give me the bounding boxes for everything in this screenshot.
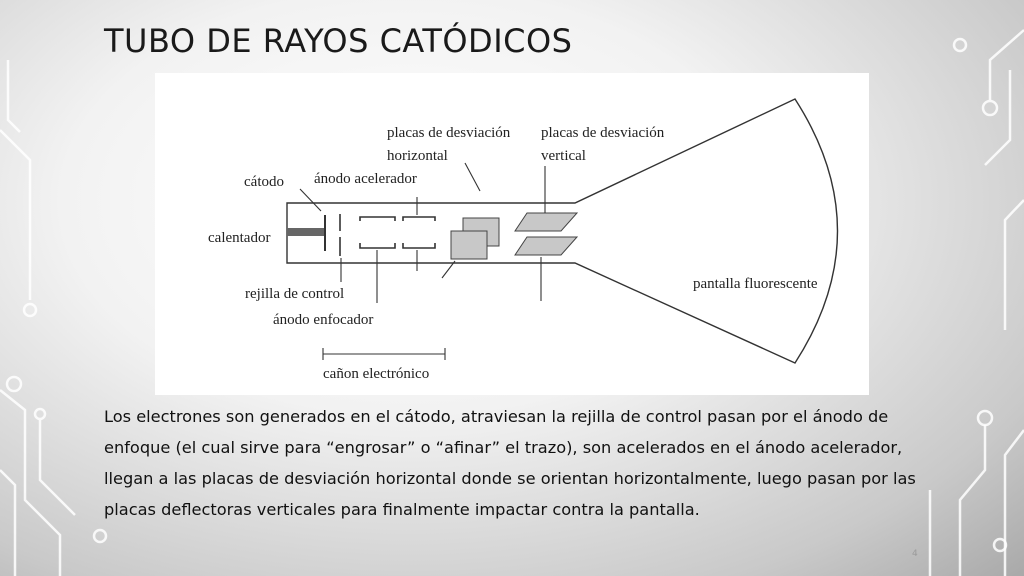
leader-line — [464, 162, 481, 192]
circuit-node — [5, 375, 23, 393]
circuit-trace — [958, 425, 987, 576]
vertical-plate — [514, 236, 579, 256]
vertical-plate — [514, 212, 579, 232]
focusing-anode — [359, 216, 396, 249]
label-anodo-enfocador: ánodo enfocador — [273, 312, 373, 328]
accelerating-anode — [402, 216, 436, 249]
leader-line — [441, 260, 456, 279]
circuit-node — [33, 407, 47, 421]
circuit-trace — [38, 420, 76, 516]
circuit-trace — [0, 469, 17, 576]
label-placas-h-1: placas de desviación — [387, 125, 511, 141]
leader-line — [299, 188, 322, 212]
label-placas-v-1: placas de desviación — [541, 125, 665, 141]
label-rejilla: rejilla de control — [245, 286, 344, 302]
label-placas-h-2: horizontal — [387, 148, 448, 164]
circuit-node — [992, 537, 1008, 553]
circuit-trace — [0, 129, 32, 300]
label-pantalla: pantalla fluorescente — [693, 276, 818, 292]
label-catodo: cátodo — [244, 174, 284, 190]
horizontal-plate — [450, 230, 488, 260]
page-number: 4 — [912, 549, 918, 559]
circuit-node — [92, 528, 108, 544]
circuit-trace — [6, 60, 21, 133]
circuit-trace — [1003, 429, 1024, 576]
heater — [287, 228, 325, 236]
circuit-node — [981, 99, 999, 117]
circuit-trace — [984, 70, 1012, 166]
circuit-node — [976, 409, 994, 427]
label-anodo-acelerador: ánodo acelerador — [314, 171, 417, 187]
crt-diagram: placas de desviación horizontal placas d… — [155, 73, 869, 395]
slide-body-text: Los electrones son generados en el cátod… — [104, 407, 916, 519]
circuit-node — [952, 37, 968, 53]
slide-title: TUBO DE RAYOS CATÓDICOS — [104, 22, 573, 60]
circuit-node — [22, 302, 38, 318]
circuit-trace — [0, 389, 62, 576]
circuit-trace — [1003, 199, 1024, 330]
label-calentador: calentador — [208, 230, 270, 246]
label-placas-v-2: vertical — [541, 148, 586, 164]
tube-outline — [286, 98, 839, 364]
label-canon: cañon electrónico — [323, 366, 429, 382]
circuit-trace — [988, 29, 1024, 100]
